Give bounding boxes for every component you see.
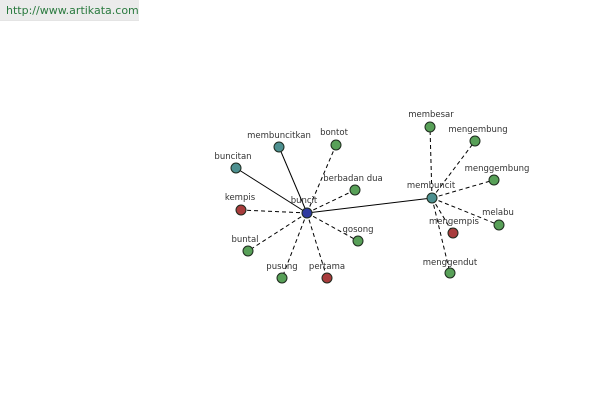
node-dot-gosong[interactable] <box>352 235 364 247</box>
node-label-membuncit[interactable]: membuncit <box>407 181 456 191</box>
node-buntal[interactable]: buntal <box>231 235 259 257</box>
edge-membuncit-menggembung <box>431 179 495 199</box>
edge-buncit-buncitan <box>235 167 308 214</box>
edge-buncit-berbadan_dua <box>306 189 356 214</box>
node-label-buncit[interactable]: buncit <box>291 196 318 206</box>
edge-buncit-membuncitkan <box>278 146 308 214</box>
node-menggembung[interactable]: menggembung <box>465 164 530 186</box>
edge-membuncit-menggendut <box>431 197 451 274</box>
node-kempis[interactable]: kempis <box>225 193 256 216</box>
node-dot-menggendut[interactable] <box>444 267 456 279</box>
node-dot-melabu[interactable] <box>493 219 505 231</box>
node-dot-menggembung[interactable] <box>488 174 500 186</box>
node-label-pusung[interactable]: pusung <box>266 262 297 272</box>
node-membuncitkan[interactable]: membuncitkan <box>247 131 311 153</box>
node-dot-pertama[interactable] <box>321 272 333 284</box>
node-label-mengempis[interactable]: mengempis <box>429 217 480 227</box>
node-menggendut[interactable]: menggendut <box>423 258 478 279</box>
node-dot-membuncitkan[interactable] <box>273 141 285 153</box>
node-membesar[interactable]: membesar <box>408 110 454 133</box>
node-dot-kempis[interactable] <box>235 204 247 216</box>
node-dot-membuncit[interactable] <box>426 192 438 204</box>
node-dot-buntal[interactable] <box>242 245 254 257</box>
node-label-mengembung[interactable]: mengembung <box>448 125 507 135</box>
node-mengembung[interactable]: mengembung <box>448 125 508 147</box>
node-dot-buncit[interactable] <box>301 207 313 219</box>
site-url[interactable]: http://www.artikata.com <box>0 0 139 21</box>
node-label-menggendut[interactable]: menggendut <box>423 258 478 268</box>
node-label-buncitan[interactable]: buncitan <box>214 152 251 162</box>
edge-membuncit-melabu <box>431 197 500 226</box>
node-pertama[interactable]: pertama <box>309 262 345 284</box>
node-dot-mengembung[interactable] <box>469 135 481 147</box>
nodes-layer: buncit membuncit membuncitkan buncitan bonto… <box>214 110 530 284</box>
node-dot-berbadan_dua[interactable] <box>349 184 361 196</box>
node-label-membuncitkan[interactable]: membuncitkan <box>247 131 311 141</box>
edge-buncit-pusung <box>281 212 308 279</box>
edge-buncit-membuncit <box>306 197 433 214</box>
node-buncit[interactable]: buncit <box>291 196 318 219</box>
node-label-melabu[interactable]: melabu <box>482 208 514 218</box>
edge-buncit-gosong <box>306 212 359 242</box>
node-dot-bontot[interactable] <box>330 139 342 151</box>
node-label-menggembung[interactable]: menggembung <box>465 164 530 174</box>
node-melabu[interactable]: melabu <box>482 208 514 231</box>
edge-buncit-kempis <box>240 209 308 214</box>
node-dot-buncitan[interactable] <box>230 162 242 174</box>
node-dot-pusung[interactable] <box>276 272 288 284</box>
edge-membuncit-mengempis <box>431 197 454 234</box>
node-buncitan[interactable]: buncitan <box>214 152 252 174</box>
node-label-pertama[interactable]: pertama <box>309 262 345 272</box>
node-membuncit[interactable]: membuncit <box>407 181 456 204</box>
node-pusung[interactable]: pusung <box>266 262 298 284</box>
node-label-bontot[interactable]: bontot <box>320 128 349 138</box>
node-mengempis[interactable]: mengempis <box>429 217 480 239</box>
node-label-membesar[interactable]: membesar <box>408 110 454 120</box>
node-label-gosong[interactable]: gosong <box>342 225 373 235</box>
node-label-berbadan_dua[interactable]: berbadan dua <box>323 174 382 184</box>
node-label-kempis[interactable]: kempis <box>225 193 256 203</box>
edge-buncit-bontot <box>306 144 337 214</box>
edge-membuncit-mengembung <box>431 140 476 199</box>
node-dot-mengempis[interactable] <box>447 227 459 239</box>
node-berbadan_dua[interactable]: berbadan dua <box>323 174 383 196</box>
edges-layer <box>235 126 500 279</box>
node-label-buntal[interactable]: buntal <box>231 235 258 245</box>
node-bontot[interactable]: bontot <box>320 128 349 151</box>
edge-buncit-pertama <box>306 212 328 279</box>
edge-membuncit-membesar <box>429 126 433 199</box>
node-dot-membesar[interactable] <box>424 121 436 133</box>
edge-buncit-buntal <box>247 212 308 252</box>
node-gosong[interactable]: gosong <box>342 225 374 247</box>
